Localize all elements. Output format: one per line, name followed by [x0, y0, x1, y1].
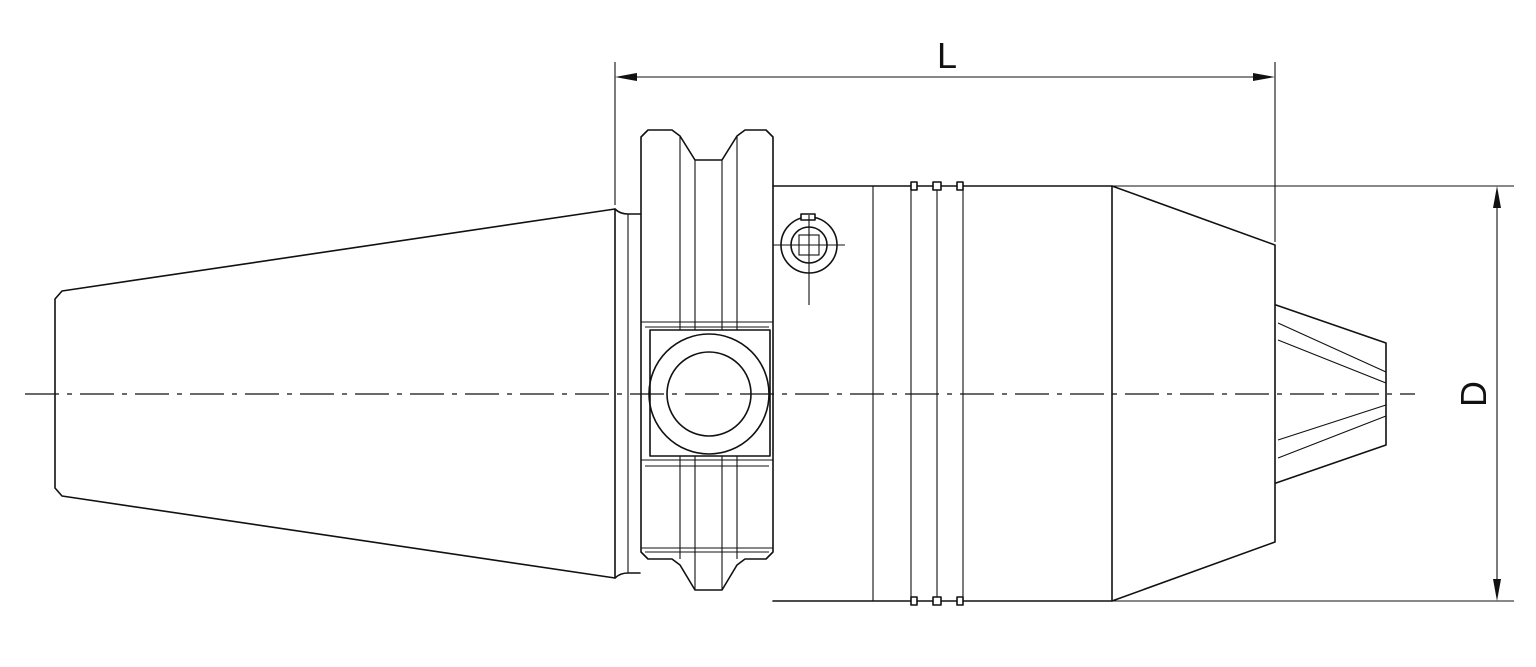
length-label: L: [937, 35, 957, 76]
groove-top-3: [956, 181, 964, 191]
taper-shank: [54, 208, 641, 579]
groove-bottom-3: [956, 596, 964, 606]
adjustment-screw: [773, 213, 845, 305]
diameter-dimension: [1112, 185, 1514, 602]
groove-top-1: [910, 181, 918, 191]
groove-bottom-1: [910, 596, 918, 606]
length-dimension: [614, 62, 1276, 242]
groove-top-2: [932, 181, 942, 191]
diameter-label: D: [1453, 381, 1494, 407]
v-flange: [640, 129, 774, 591]
groove-bottom-2: [932, 596, 942, 606]
chuck-jaws: [1275, 304, 1387, 484]
